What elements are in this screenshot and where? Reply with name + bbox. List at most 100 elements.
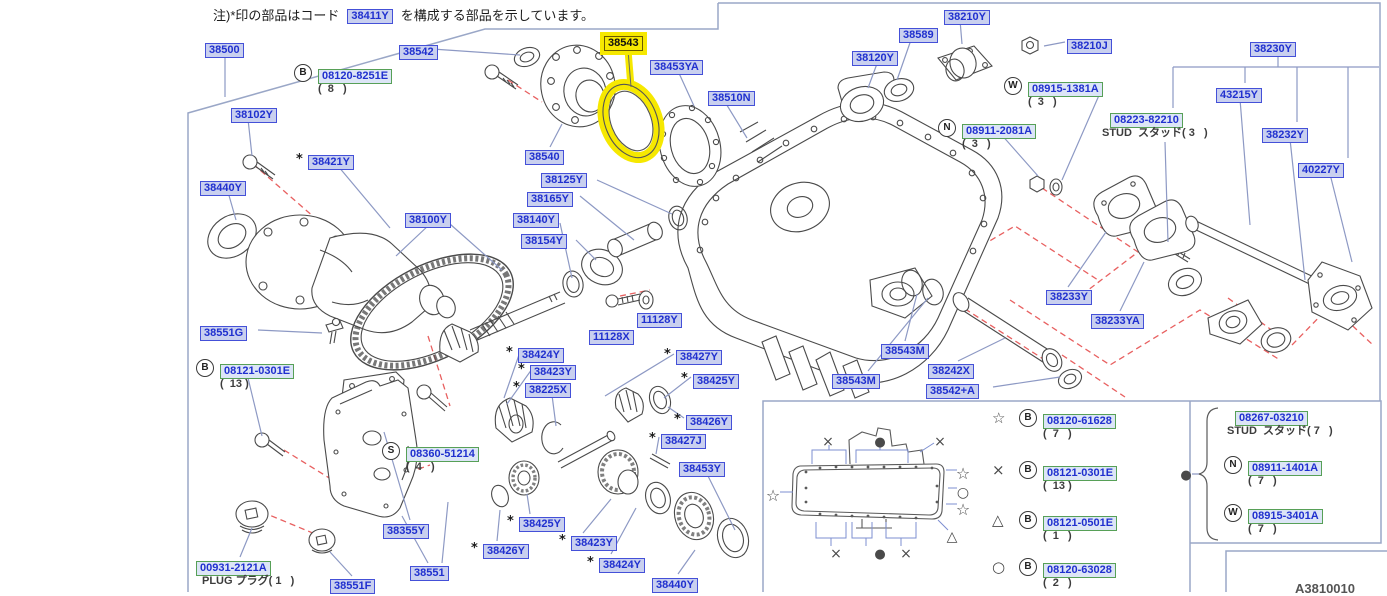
part-label-00931-2121A[interactable]: 00931-2121A xyxy=(196,561,271,576)
part-entry-43215Y-15: 43215Y xyxy=(1216,85,1262,103)
part-entry-38542+A-34: 38542+A xyxy=(926,381,979,399)
part-label-38233YA[interactable]: 38233YA xyxy=(1091,314,1144,329)
part-label-38589[interactable]: 38589 xyxy=(899,28,938,43)
part-label-08915-1381A[interactable]: 08915-1381A xyxy=(1028,82,1103,97)
part-sub-text: ( 4 ) xyxy=(406,461,435,473)
part-entry-38423Y-37: *38423Y xyxy=(518,362,576,380)
part-label-38100Y[interactable]: 38100Y xyxy=(405,213,451,228)
part-label-38426Y[interactable]: 38426Y xyxy=(483,544,529,559)
part-entry-38551-50: 38551 xyxy=(410,563,449,581)
part-label-11128Y[interactable]: 11128Y xyxy=(637,313,682,328)
part-label-38542[interactable]: 38542 xyxy=(399,45,438,60)
circled-letter-S: S xyxy=(382,442,400,460)
part-label-38500[interactable]: 38500 xyxy=(205,43,244,58)
line-art xyxy=(207,36,1373,559)
part-label-38423Y[interactable]: 38423Y xyxy=(571,536,617,551)
part-label-11128X[interactable]: 11128X xyxy=(589,330,634,345)
part-label-38440Y[interactable]: 38440Y xyxy=(652,578,698,593)
part-entry-38242X-33: 38242X xyxy=(928,361,974,379)
part-label-38230Y[interactable]: 38230Y xyxy=(1250,42,1296,57)
part-label-38542+A[interactable]: 38542+A xyxy=(926,384,979,399)
part-label-38427Y[interactable]: 38427Y xyxy=(676,350,722,365)
part-label-08121-0301E[interactable]: 08121-0301E xyxy=(220,364,295,379)
part-label-38543M[interactable]: 38543M xyxy=(832,374,880,389)
part-label-38453Y[interactable]: 38453Y xyxy=(679,462,725,477)
part-label-08120-61628[interactable]: 08120-61628 xyxy=(1043,414,1116,429)
part-entry-11128Y-27: 11128Y xyxy=(637,310,682,328)
part-entry-38230Y-14: 38230Y xyxy=(1250,39,1296,57)
legend-brace xyxy=(1198,407,1219,541)
part-label-38232Y[interactable]: 38232Y xyxy=(1262,128,1308,143)
part-label-38233Y[interactable]: 38233Y xyxy=(1046,290,1092,305)
part-label-38210Y[interactable]: 38210Y xyxy=(944,10,990,25)
part-label-38424Y[interactable]: 38424Y xyxy=(599,558,645,573)
part-entry-38551G-26: 38551G xyxy=(200,323,248,341)
part-label-38423Y[interactable]: 38423Y xyxy=(530,365,576,380)
part-label-38425Y[interactable]: 38425Y xyxy=(693,374,739,389)
part-label-08267-03210[interactable]: 08267-03210 xyxy=(1235,411,1308,426)
part-label-38225X[interactable]: 38225X xyxy=(525,383,571,398)
part-label-08915-3401A[interactable]: 08915-3401A xyxy=(1248,509,1323,524)
part-label-38427J[interactable]: 38427J xyxy=(661,434,706,449)
part-label-38154Y[interactable]: 38154Y xyxy=(521,234,567,249)
part-label-38424Y[interactable]: 38424Y xyxy=(518,348,564,363)
part-entry-38427Y-39: *38427Y xyxy=(664,347,722,365)
part-label-38165Y[interactable]: 38165Y xyxy=(527,192,573,207)
circled-letter-B: B xyxy=(1019,558,1037,576)
part-label-38102Y[interactable]: 38102Y xyxy=(231,108,277,123)
drawing-number: A3810010 xyxy=(1295,581,1355,596)
part-entry-38125Y-22: 38125Y xyxy=(541,170,587,188)
part-entry-38100Y-20: 38100Y xyxy=(405,210,451,228)
part-label-38355Y[interactable]: 38355Y xyxy=(383,524,429,539)
part-label-38120Y[interactable]: 38120Y xyxy=(852,51,898,66)
part-entry-38102Y-5: 38102Y xyxy=(231,105,277,123)
part-entry-38210Y-9: 38210Y xyxy=(944,7,990,25)
part-label-08223-82210[interactable]: 08223-82210 xyxy=(1110,113,1183,128)
highlighted-part-38543[interactable] xyxy=(593,49,670,166)
diagram-frame xyxy=(187,2,1387,592)
part-label-08911-2081A[interactable]: 08911-2081A xyxy=(962,124,1037,139)
part-entry-38589-7: 38589 xyxy=(899,25,938,43)
part-label-38242X[interactable]: 38242X xyxy=(928,364,974,379)
part-sub-text: ( 7 ) xyxy=(1043,428,1072,440)
part-label-38551[interactable]: 38551 xyxy=(410,566,449,581)
part-label-38425Y[interactable]: 38425Y xyxy=(519,517,565,532)
carrier-housing xyxy=(677,71,1003,399)
part-label-08120-63028[interactable]: 08120-63028 xyxy=(1043,563,1116,578)
part-label-38440Y[interactable]: 38440Y xyxy=(200,181,246,196)
part-label-43215Y[interactable]: 43215Y xyxy=(1216,88,1262,103)
part-label-38125Y[interactable]: 38125Y xyxy=(541,173,587,188)
part-label-08121-0301E[interactable]: 08121-0301E xyxy=(1043,466,1118,481)
part-label-38543[interactable]: 38543 xyxy=(604,36,643,51)
asterisk-marker: * xyxy=(506,345,513,360)
part-label-38551G[interactable]: 38551G xyxy=(200,326,248,341)
part-label-38543M[interactable]: 38543M xyxy=(881,344,929,359)
part-label-38540[interactable]: 38540 xyxy=(525,150,564,165)
part-label-08911-1401A[interactable]: 08911-1401A xyxy=(1248,461,1323,476)
asterisk-marker: * xyxy=(587,555,594,570)
part-entry-38424Y-36: * 38424Y xyxy=(506,345,564,363)
part-label-38421Y[interactable]: 38421Y xyxy=(308,155,354,170)
circled-letter-B: B xyxy=(1019,461,1037,479)
part-label-08120-8251E[interactable]: 08120-8251E xyxy=(318,69,393,84)
leader-lines xyxy=(224,19,1379,577)
part-label-38411Y[interactable]: 38411Y xyxy=(347,9,393,24)
asterisk-marker: * xyxy=(649,431,656,446)
part-label-40227Y[interactable]: 40227Y xyxy=(1298,163,1344,178)
part-label-08121-0501E[interactable]: 08121-0501E xyxy=(1043,516,1118,531)
part-label-38210J[interactable]: 38210J xyxy=(1067,39,1112,54)
part-label-38426Y[interactable]: 38426Y xyxy=(686,415,732,430)
part-sub-text: ( 13 ) xyxy=(1043,480,1072,492)
part-label-08360-51214[interactable]: 08360-51214 xyxy=(406,447,479,462)
part-label-38453YA[interactable]: 38453YA xyxy=(650,60,703,75)
part-label-38140Y[interactable]: 38140Y xyxy=(513,213,559,228)
part-label-38510N[interactable]: 38510N xyxy=(708,91,755,106)
legend-symbol-glyph: ● xyxy=(874,547,885,562)
